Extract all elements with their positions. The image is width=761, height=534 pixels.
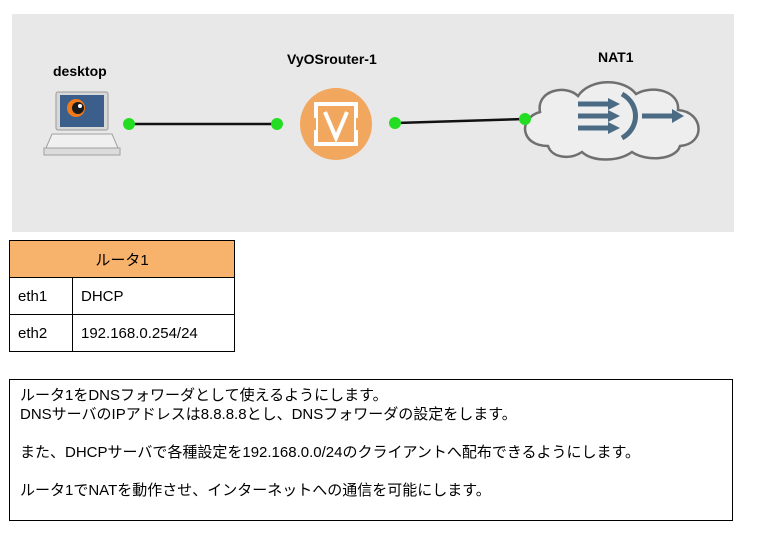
- value-cell: DHCP: [72, 277, 235, 315]
- table-header-row: ルータ1: [9, 240, 235, 278]
- link-endpoint-dot: [271, 118, 283, 130]
- notes-line: ルータ1でNATを動作させ、インターネットへの通信を可能にします。: [20, 482, 491, 499]
- desktop-computer-icon[interactable]: [43, 91, 121, 156]
- notes-line: ルータ1をDNSフォワーダとして使えるようにします。: [20, 387, 388, 404]
- value-cell: 192.168.0.254/24: [72, 314, 235, 352]
- link-endpoint-dot: [519, 113, 531, 125]
- notes-line: DNSサーバのIPアドレスは8.8.8.8とし、DNSフォワーダの設定をします。: [20, 406, 517, 423]
- table-row: eth1 DHCP: [9, 277, 235, 315]
- nat-cloud-icon[interactable]: [523, 81, 700, 161]
- nat-label: NAT1: [598, 49, 634, 65]
- task-notes-box: ルータ1をDNSフォワーダとして使えるようにします。 DNSサーバのIPアドレス…: [9, 379, 733, 521]
- table-title: ルータ1: [9, 240, 235, 278]
- table-row: eth2 192.168.0.254/24: [9, 314, 235, 352]
- topology-diagram: [43, 81, 700, 161]
- link-endpoint-dot: [389, 117, 401, 129]
- router-config-table: ルータ1 eth1 DHCP eth2 192.168.0.254/24: [9, 240, 235, 352]
- notes-line: また、DHCPサーバで各種設定を192.168.0.0/24のクライアントへ配布…: [20, 444, 641, 461]
- interface-cell: eth2: [9, 314, 73, 352]
- link-router-nat[interactable]: [395, 117, 526, 125]
- interface-cell: eth1: [9, 277, 73, 315]
- router-label: VyOSrouter-1: [287, 51, 377, 67]
- link-endpoint-dot: [123, 118, 135, 130]
- desktop-label: desktop: [53, 63, 107, 79]
- vyos-router-icon[interactable]: [300, 88, 372, 160]
